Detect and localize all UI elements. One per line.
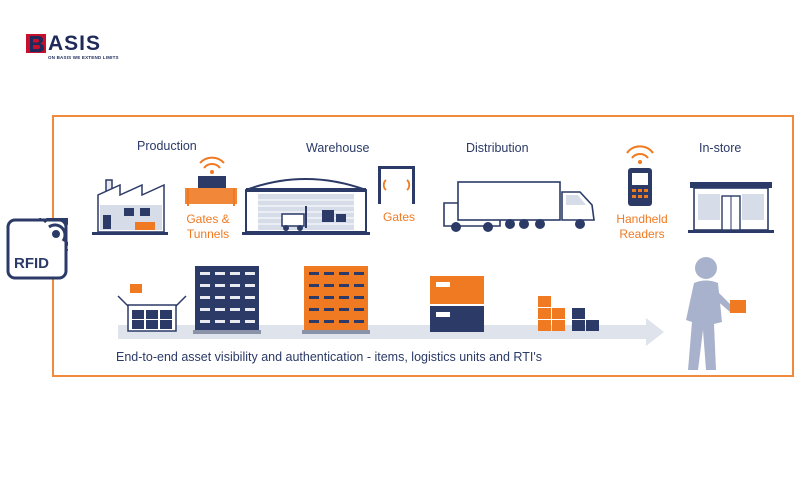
basis-logo: ASIS ON BASIS WE EXTEND LIMITS	[26, 32, 126, 63]
logo-text: ASIS	[48, 32, 102, 55]
rfid-badge	[6, 218, 68, 280]
logo-tagline: ON BASIS WE EXTEND LIMITS	[48, 55, 119, 60]
gates-label: Gates	[382, 210, 415, 224]
rfid-label: RFID	[14, 255, 49, 272]
stage-distribution-label: Distribution	[466, 141, 529, 155]
stage-warehouse-label: Warehouse	[306, 141, 370, 155]
rfid-card-icon	[6, 218, 68, 280]
basis-logo-mark-icon	[26, 34, 46, 53]
stage-instore-label: In-store	[699, 141, 742, 155]
handheld-line-2: Readers	[619, 227, 665, 241]
gates-tunnels-label: Gates & Tunnels	[180, 212, 236, 242]
handheld-readers-label: Handheld Readers	[612, 212, 672, 242]
handheld-line-1: Handheld	[616, 212, 668, 226]
gates-tunnels-line-2: Tunnels	[186, 227, 230, 241]
diagram-frame	[52, 115, 794, 377]
gates-tunnels-line-1: Gates &	[186, 212, 230, 226]
diagram-caption: End-to-end asset visibility and authenti…	[116, 350, 542, 364]
stage-production-label: Production	[137, 139, 197, 153]
